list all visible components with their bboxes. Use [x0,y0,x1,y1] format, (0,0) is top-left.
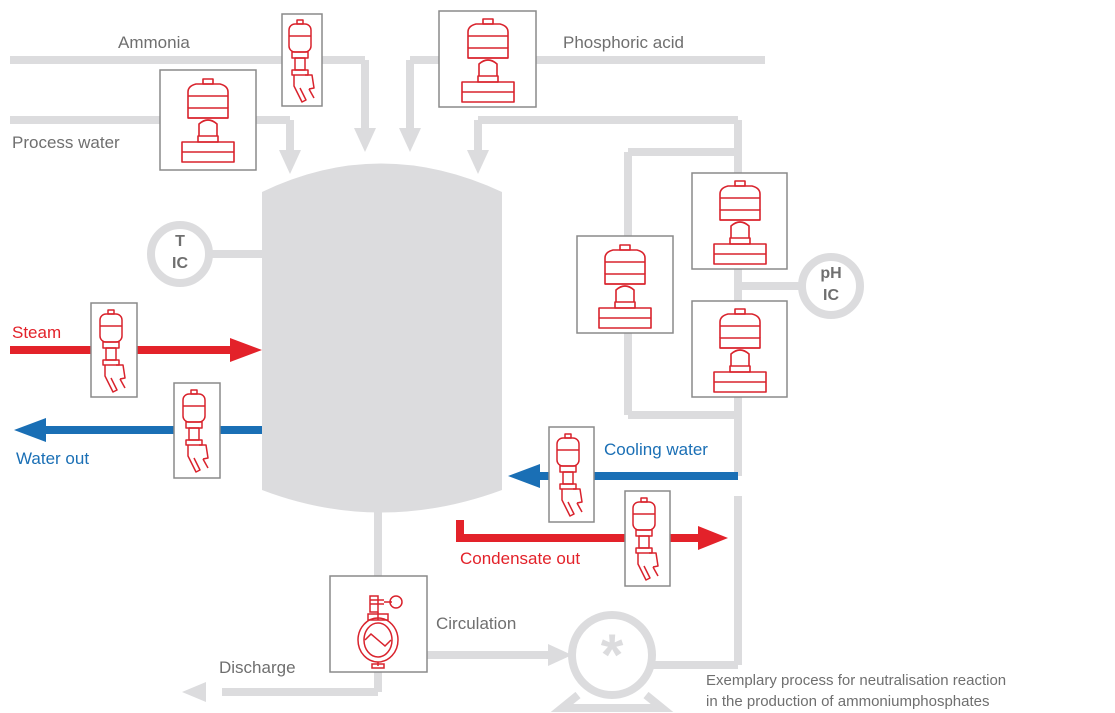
condensate-angle-seat-valve [624,490,671,587]
condensate-out-label: Condensate out [460,549,581,568]
lower-right-diaphragm-valve [691,300,788,398]
ammonia-angle-seat-valve [281,13,323,107]
cooling-water-line [508,464,738,488]
discharge-butterfly-valve [329,575,428,673]
cooling-water-label: Cooling water [604,440,708,459]
condensate-out-line [456,520,728,550]
water-out-angle-seat-valve [173,382,221,479]
steam-angle-seat-valve [90,302,138,398]
process-water-label: Process water [12,133,120,152]
temperature-controller-label: T IC [155,231,205,275]
left-diaphragm-valve [576,235,674,334]
temperature-line1: T [175,233,185,250]
svg-text:*: * [601,623,624,688]
reactor-vessel [262,163,502,513]
caption-line2: in the production of ammoniumphosphates [706,693,990,710]
temperature-controller-circle [147,221,213,287]
circulation-pump-icon: * [550,611,674,712]
caption-line1: Exemplary process for neutralisation rea… [706,672,1007,689]
steam-label: Steam [12,323,62,342]
phosphoric-acid-label: Phosphoric acid [563,33,684,52]
ph-controller-circle [798,253,864,319]
process-water-diaphragm-valve [159,69,257,171]
upper-right-diaphragm-valve [691,172,788,270]
ph-controller-label: pH IC [806,263,856,307]
ph-line2: IC [823,287,839,304]
temperature-line2: IC [172,255,188,272]
ph-line1: pH [820,265,842,282]
figure-caption: Exemplary process for neutralisation rea… [706,670,1006,712]
water-out-line [14,418,262,442]
ammonia-label: Ammonia [118,33,190,52]
flow-arrowheads [182,128,572,702]
water-out-label: Water out [16,449,90,468]
discharge-label: Discharge [219,658,296,677]
circulation-label: Circulation [436,614,517,633]
butterfly-valve-icon [357,595,403,669]
phosphoric-acid-diaphragm-valve [438,10,537,108]
cooling-water-angle-seat-valve [548,426,595,523]
